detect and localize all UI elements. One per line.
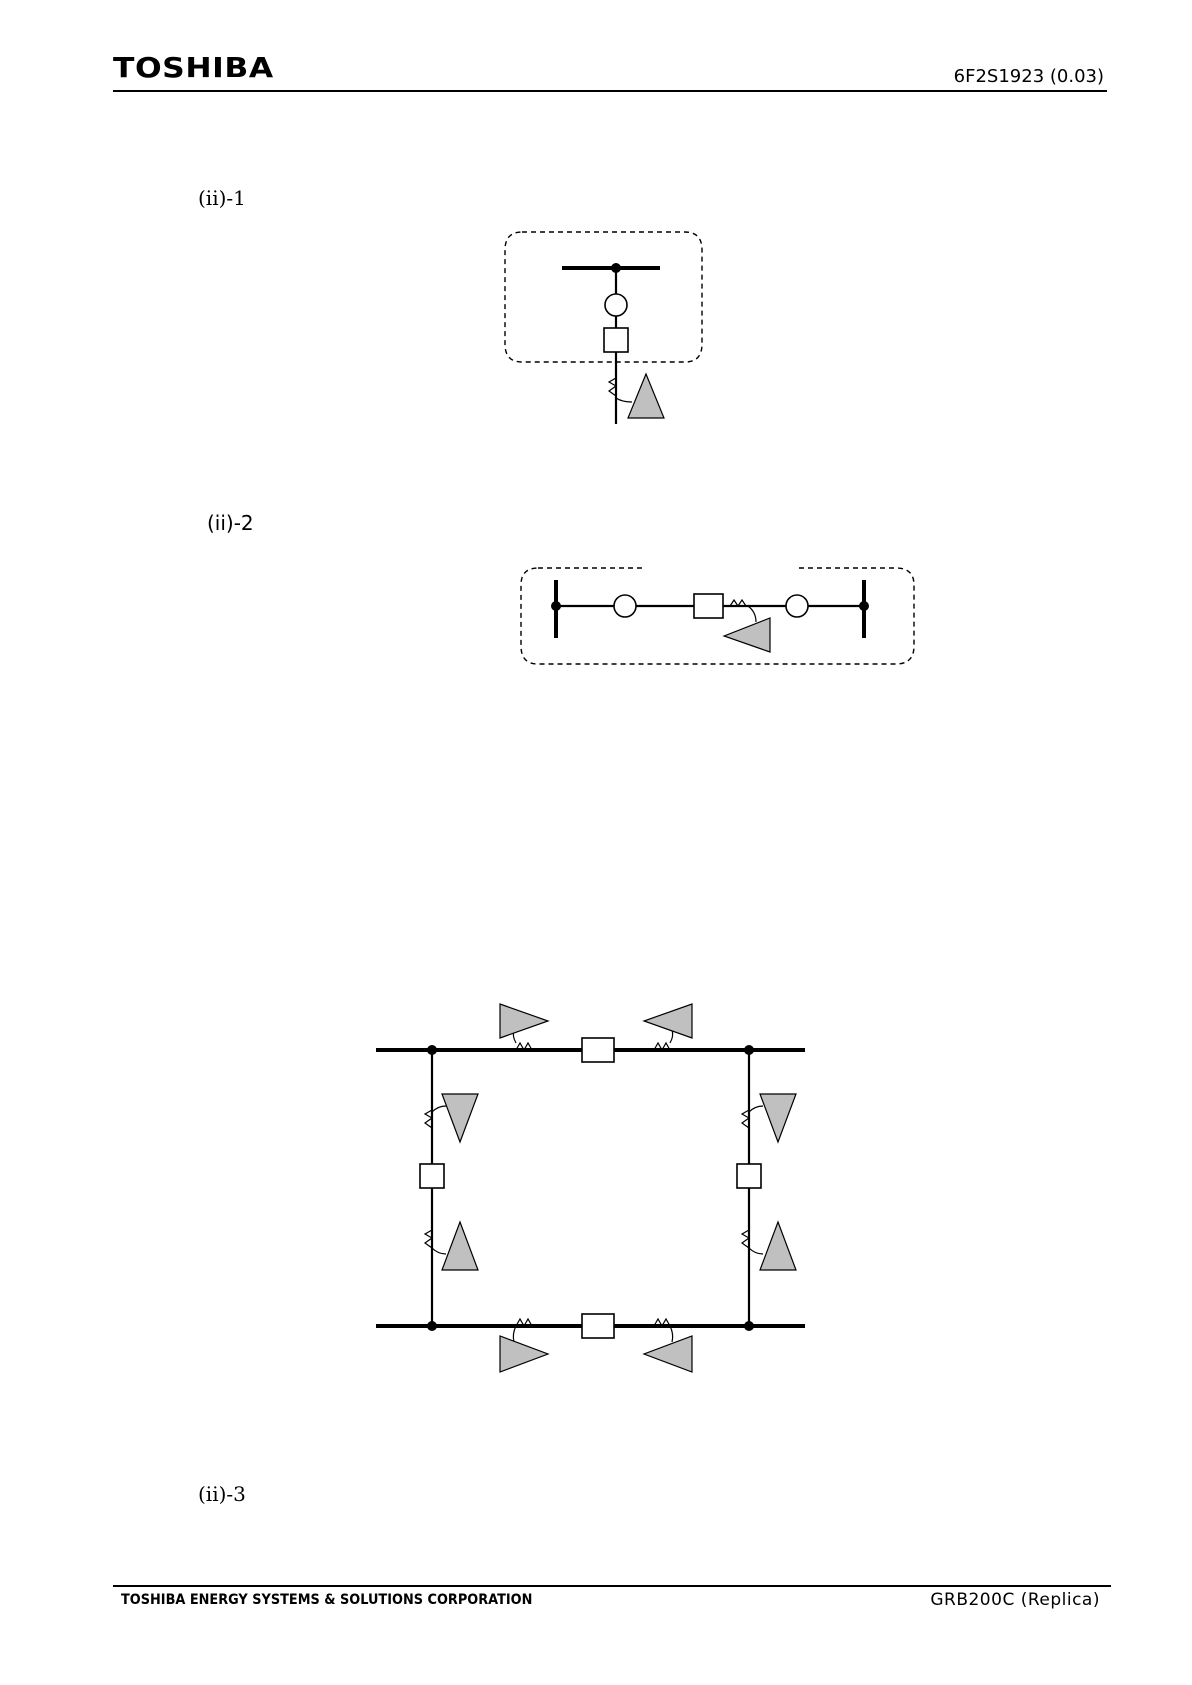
relay-triangle-top-right: [644, 1004, 692, 1038]
footer-company: TOSHIBA ENERGY SYSTEMS & SOLUTIONS CORPO…: [121, 1591, 532, 1609]
relay-triangle-bottom-right: [644, 1336, 692, 1372]
junction-dot-top-right: [744, 1045, 754, 1055]
junction-dot-top-left: [427, 1045, 437, 1055]
breaker-right: [737, 1164, 761, 1188]
footer-product: GRB200C (Replica): [930, 1590, 1100, 1610]
relay-triangle-right-lower: [760, 1222, 796, 1270]
footer-rule: [113, 1585, 1111, 1587]
junction-dot-bottom-left: [427, 1321, 437, 1331]
breaker-top: [582, 1038, 614, 1062]
relay-triangle-left-lower: [442, 1222, 478, 1270]
relay-triangle-left-upper: [442, 1094, 478, 1142]
breaker-left: [420, 1164, 444, 1188]
relay-triangle-bottom-left: [500, 1336, 548, 1372]
breaker-bottom: [582, 1314, 614, 1338]
relay-triangle-right-upper: [760, 1094, 796, 1142]
junction-dot-bottom-right: [744, 1321, 754, 1331]
relay-triangle-top-left: [500, 1004, 548, 1038]
